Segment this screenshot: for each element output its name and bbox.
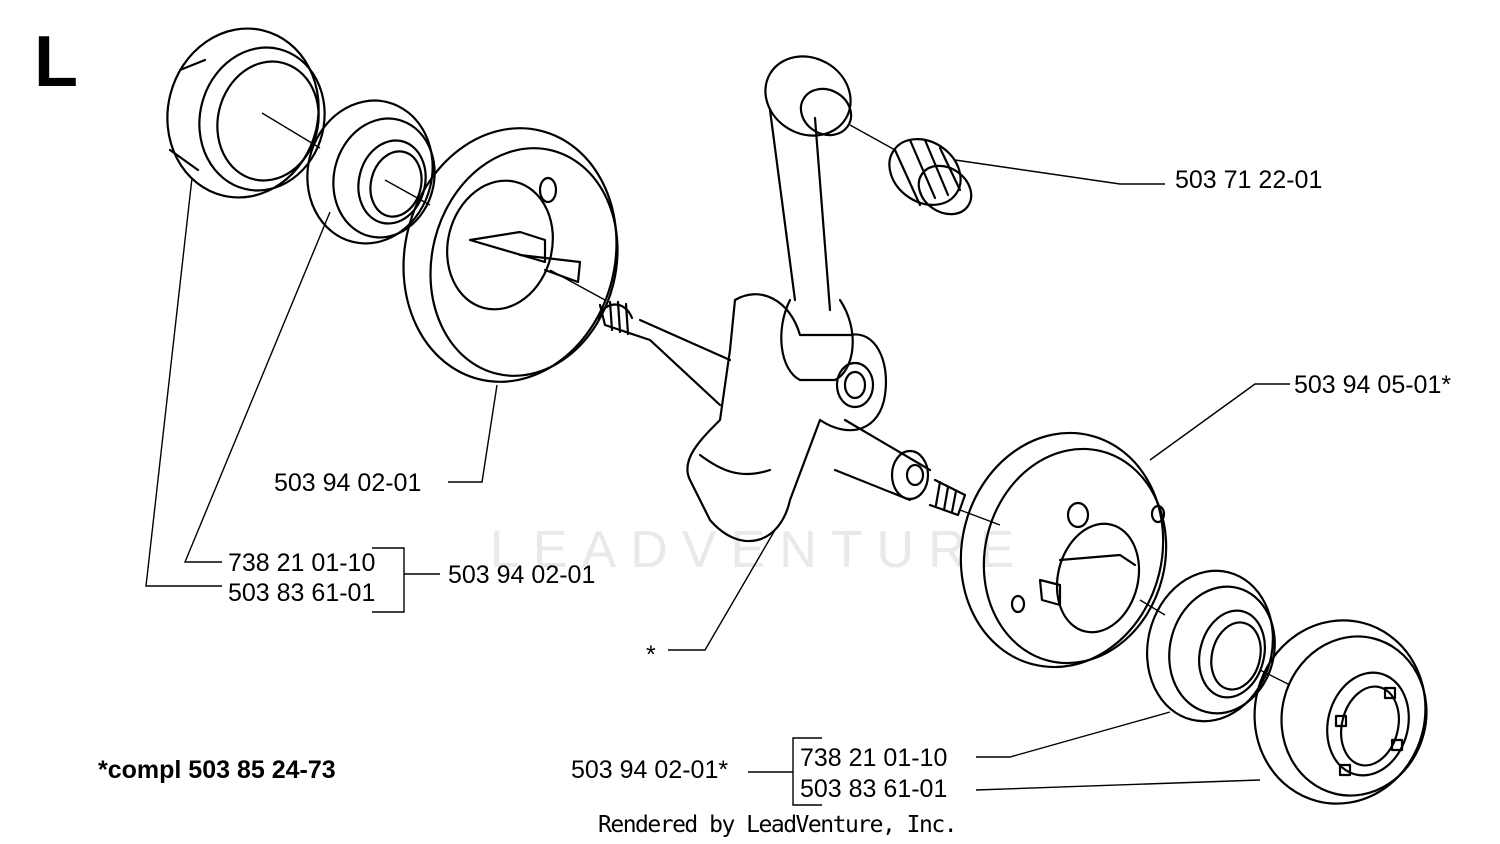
label-left-crank-half[interactable]: 503 94 02-01 [274, 469, 422, 497]
right-bearing-part [1145, 569, 1276, 723]
section-letter: L [34, 22, 78, 102]
footer-credit: Rendered by LeadVenture, Inc. [598, 812, 958, 838]
left-bearing-part [306, 99, 436, 245]
right-seal-part [1253, 619, 1428, 805]
label-left-kit[interactable]: 503 94 02-01 [448, 561, 596, 589]
right-crank-half-part [959, 431, 1168, 669]
label-right-seal[interactable]: 503 83 61-01 [800, 775, 948, 803]
left-seal-part [166, 27, 326, 199]
label-crankshaft[interactable]: * [646, 641, 656, 669]
label-needle-bearing[interactable]: 503 71 22-01 [1175, 166, 1323, 194]
label-left-seal[interactable]: 503 83 61-01 [228, 579, 376, 607]
label-right-crank-half[interactable]: 503 94 05-01* [1294, 371, 1452, 399]
needle-bearing-part [888, 138, 973, 216]
label-right-bearing[interactable]: 738 21 01-10 [800, 744, 948, 772]
leader-lines [145, 112, 1291, 806]
label-left-bearing[interactable]: 738 21 01-10 [228, 549, 376, 577]
label-right-kit[interactable]: 503 94 02-01* [571, 756, 729, 784]
crankshaft-part [596, 55, 967, 543]
complete-assembly-note: *compl 503 85 24-73 [98, 756, 336, 784]
